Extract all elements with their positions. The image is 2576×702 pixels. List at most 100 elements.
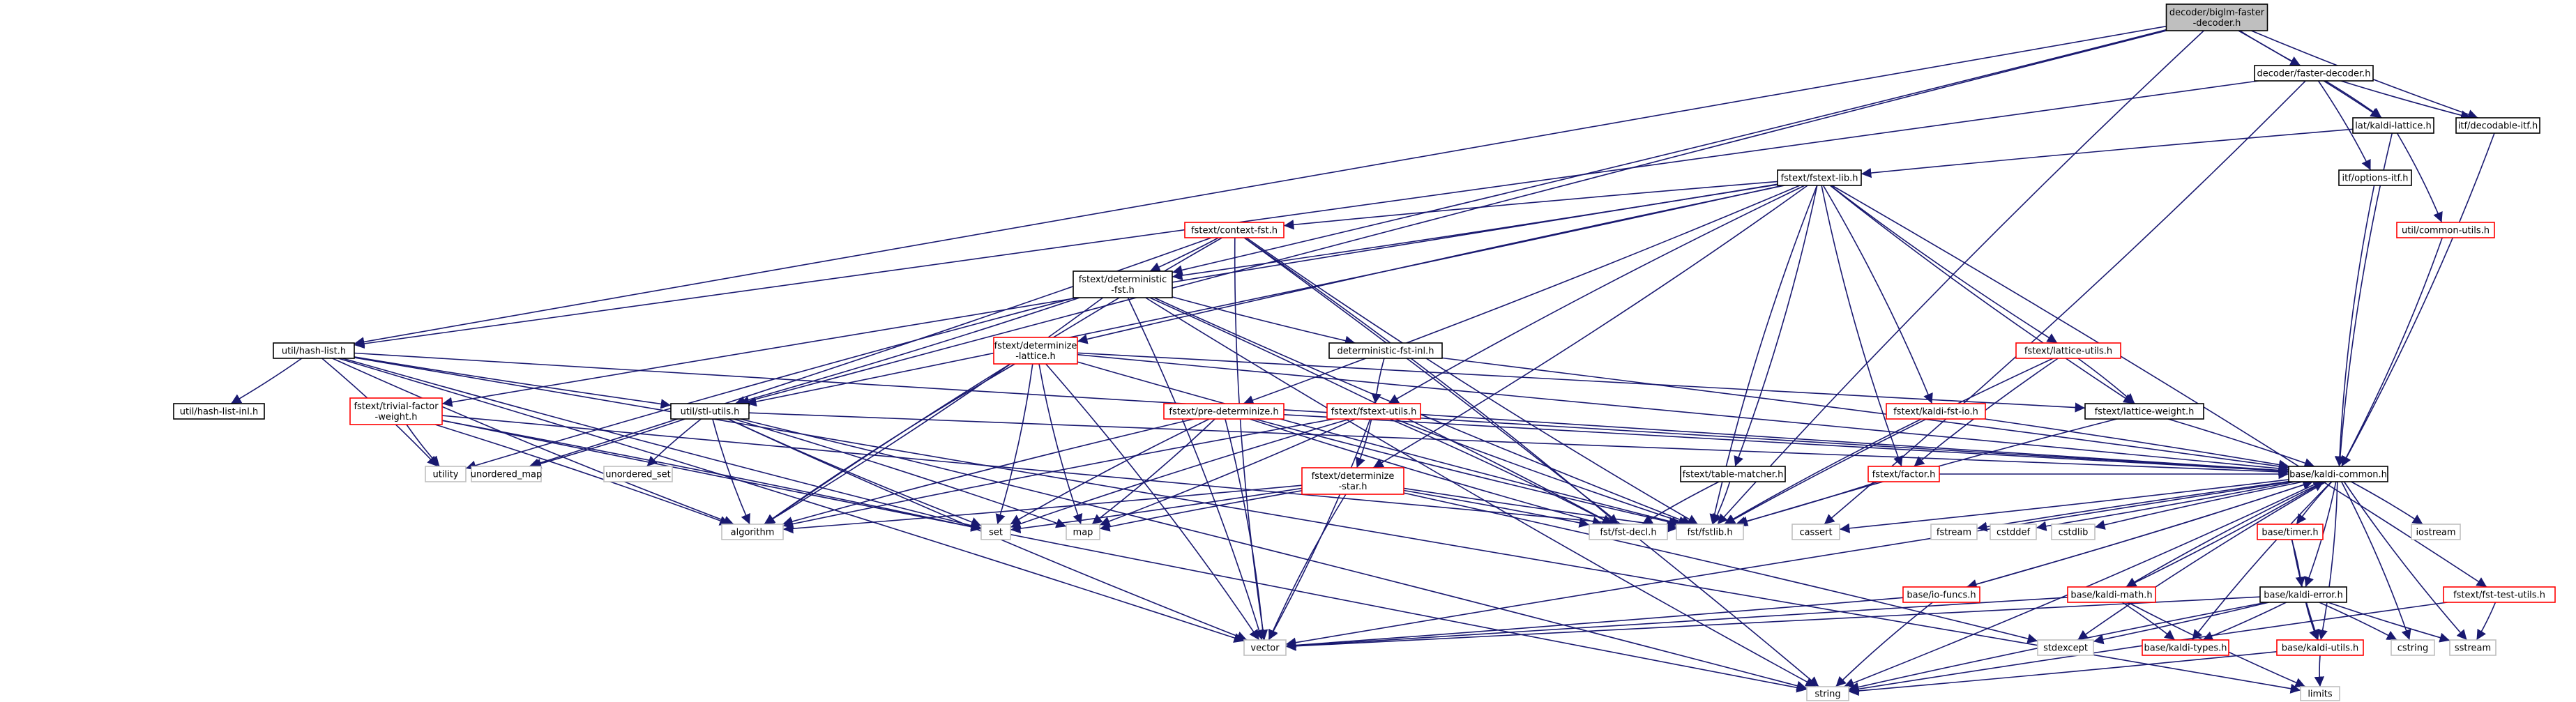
edge-fstextlib-to-predeterminize [1243, 185, 1801, 405]
edge-kaldicommon-to-string [1843, 481, 2321, 688]
node-determinizestar-label: fstext/determinize [1312, 471, 1395, 482]
edge-deterministicfst-to-algorithm [764, 297, 1104, 525]
node-kaldicommon[interactable]: base/kaldi-common.h [2288, 466, 2388, 482]
node-hashlist-label: util/hash-list.h [282, 346, 346, 357]
edge-fstextlib-to-tablematcher [1734, 185, 1818, 467]
node-stdexcept-box [2037, 639, 2094, 656]
node-limits-box [2300, 686, 2340, 701]
node-tablematcher-box [1680, 466, 1786, 482]
node-fasterdec[interactable]: decoder/faster-decoder.h [2254, 65, 2374, 82]
node-kaldiutils-box [2276, 639, 2364, 656]
edge-fstextlib-to-contextfst [1283, 181, 1778, 230]
edge-kaldicommon-to-kalditypes [2192, 481, 2332, 641]
node-latticeweight[interactable]: fstext/lattice-weight.h [2084, 403, 2204, 420]
node-sstream: sstream [2449, 639, 2497, 656]
node-predeterminize[interactable]: fstext/pre-determinize.h [1163, 403, 1285, 420]
header-nodes: decoder/biglm-faster-decoder.h decoder/fa… [173, 3, 2556, 701]
edge-optionsitf-to-kaldicommon [2334, 185, 2375, 467]
edge-stlutils-to-algorithm [712, 418, 750, 525]
edge-fstextlib-to-determinizelattice [1077, 185, 1785, 344]
node-deterministicfst[interactable]: fstext/deterministic-fst.h [1073, 270, 1173, 298]
edge-determinizelattice-to-algorithm [764, 363, 1015, 525]
node-contextfst-box [1184, 222, 1285, 238]
edge-stlutils-to-kaldicommon [748, 412, 2289, 477]
node-kaldierror-box [2259, 586, 2347, 603]
node-root[interactable]: decoder/biglm-faster-decoder.h [2165, 3, 2268, 31]
edge-iofuncs-to-vector [1285, 597, 1904, 650]
node-cstddef-box [1990, 524, 2037, 540]
edge-deterministicfst-to-utility [465, 297, 1076, 471]
node-contextfst-label: fstext/context-fst.h [1191, 226, 1278, 236]
edge-kaldilattice-to-fstextlib [1861, 128, 2354, 178]
edge-tablematcher-to-fstdecl [1642, 481, 1720, 525]
node-set-box [980, 524, 1011, 540]
node-fstextlib-box [1777, 169, 1862, 186]
node-root-label: -decoder.h [2193, 18, 2241, 29]
edge-fstextlib-to-factor [1821, 185, 1903, 467]
edge-determinizestar-to-fstdecl [1403, 489, 1590, 528]
edge-contextfst-to-deterministicfst [1149, 237, 1219, 272]
edge-hashlist-to-hashlistinl [230, 358, 303, 404]
edge-stlutils-to-unordered_set [646, 418, 702, 467]
node-determinizelattice[interactable]: fstext/determinize-lattice.h [993, 337, 1078, 365]
node-unordered_map: unordered_map [471, 466, 542, 482]
node-contextfst[interactable]: fstext/context-fst.h [1184, 222, 1285, 238]
node-stlutils[interactable]: util/stl-utils.h [670, 403, 750, 420]
edge-iofuncs-to-kaldicommon [1966, 480, 2314, 588]
node-kaldimath[interactable]: base/kaldi-math.h [2067, 586, 2156, 603]
node-hashlist[interactable]: util/hash-list.h [273, 342, 355, 359]
node-kaldicommon-label: base/kaldi-common.h [2289, 470, 2387, 480]
edge-stlutils-to-string [740, 418, 1808, 691]
node-optionsitf[interactable]: itf/options-itf.h [2338, 169, 2412, 186]
node-tablematcher[interactable]: fstext/table-matcher.h [1680, 466, 1786, 482]
node-fsttestutils-label: fstext/fst-test-utils.h [2453, 590, 2545, 601]
node-kaldilattice[interactable]: lat/kaldi-lattice.h [2352, 117, 2434, 134]
node-fstextlib[interactable]: fstext/fstext-lib.h [1777, 169, 1862, 186]
edge-fstextutils-to-determinizestar [1356, 418, 1372, 468]
node-fasterdec-box [2254, 65, 2374, 82]
node-kaldiutils[interactable]: base/kaldi-utils.h [2276, 639, 2364, 656]
node-map: map [1066, 524, 1100, 540]
node-cstring-box [2391, 639, 2435, 656]
node-factor[interactable]: fstext/factor.h [1867, 466, 1940, 482]
edge-kaldicommon-to-cstring [2340, 481, 2411, 641]
node-algorithm-box [721, 524, 784, 540]
edge-stlutils-to-set [727, 418, 982, 527]
edge-predeterminize-to-vector [1225, 418, 1268, 641]
edge-fsttestutils-to-string [1848, 602, 2448, 694]
edge-deterministicfst-to-stlutils [734, 297, 1080, 406]
node-cassert-box [1791, 524, 1840, 540]
node-kaldifstio[interactable]: fstext/kaldi-fst-io.h [1886, 403, 1986, 420]
edge-fstextlib-to-fsttestutils [1831, 185, 2487, 588]
node-iofuncs[interactable]: base/io-funcs.h [1902, 586, 1980, 603]
node-tablematcher-label: fstext/table-matcher.h [1683, 470, 1784, 480]
node-limits-label: limits [2308, 689, 2333, 700]
node-hashlistinl[interactable]: util/hash-list-inl.h [173, 403, 265, 420]
node-fstextutils-label: fstext/fstext-utils.h [1331, 407, 1417, 418]
node-decodableitf[interactable]: itf/decodable-itf.h [2455, 117, 2540, 134]
node-fasterdec-label: decoder/faster-decoder.h [2257, 69, 2370, 79]
node-determinizestar[interactable]: fstext/determinize-star.h [1301, 467, 1404, 495]
edge-determinizestar-to-fstlib [1403, 487, 1677, 531]
node-latticeweight-label: fstext/lattice-weight.h [2095, 407, 2195, 418]
node-kaldifstio-label: fstext/kaldi-fst-io.h [1893, 407, 1978, 418]
node-trivialfactor-label: -weight.h [375, 412, 418, 422]
node-fstextutils[interactable]: fstext/fstext-utils.h [1326, 403, 1421, 420]
node-kaldierror[interactable]: base/kaldi-error.h [2259, 586, 2347, 603]
node-timer[interactable]: base/timer.h [2257, 524, 2324, 540]
edge-deterministicfst-to-string [1145, 297, 1817, 687]
edge-trivialfactor-to-string [441, 420, 1808, 693]
node-fstextutils-box [1326, 403, 1421, 420]
node-latticeweight-box [2084, 403, 2204, 420]
node-detfstinl[interactable]: deterministic-fst-inl.h [1328, 342, 1443, 359]
edge-hashlist-to-algorithm [332, 358, 734, 526]
node-commonutils[interactable]: util/common-utils.h [2396, 222, 2495, 238]
node-fsttestutils[interactable]: fstext/fst-test-utils.h [2443, 586, 2556, 603]
node-latticeutils[interactable]: fstext/lattice-utils.h [2015, 342, 2121, 359]
node-string: string [1806, 686, 1849, 701]
node-kalditypes[interactable]: base/kaldi-types.h [2142, 639, 2229, 656]
node-trivialfactor[interactable]: fstext/trivial-factor-weight.h [349, 397, 443, 425]
node-iostream: iostream [2411, 524, 2461, 540]
edge-deterministicfst-to-vector [1127, 297, 1264, 641]
node-deterministicfst-label: fstext/deterministic [1079, 275, 1167, 285]
